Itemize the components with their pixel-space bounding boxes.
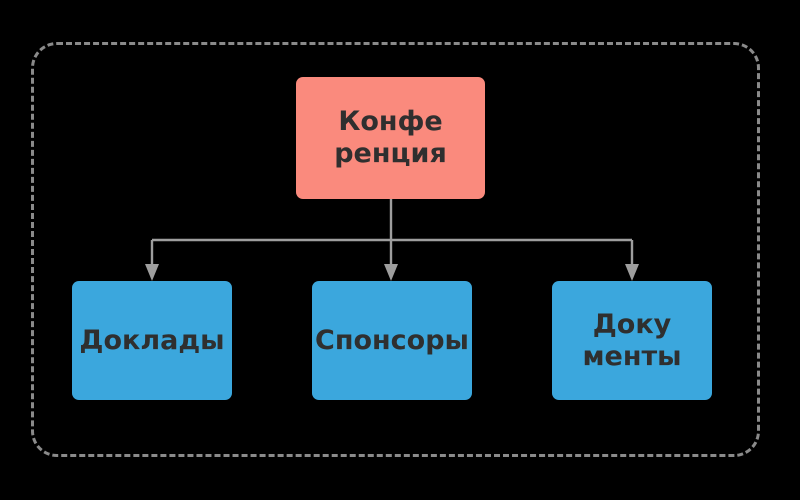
node-sponsors-label: Спонсоры	[315, 324, 469, 356]
node-conference-label: Конфе ренция	[334, 106, 447, 169]
arrowhead-documents	[625, 264, 639, 281]
node-documents[interactable]: Доку менты	[552, 281, 712, 400]
arrowhead-reports	[145, 264, 159, 281]
node-reports-label: Доклады	[79, 324, 225, 356]
node-conference[interactable]: Конфе ренция	[296, 77, 485, 199]
node-sponsors[interactable]: Спонсоры	[312, 281, 472, 400]
node-reports[interactable]: Доклады	[72, 281, 232, 400]
node-documents-label: Доку менты	[582, 308, 682, 372]
cluster-border	[31, 42, 760, 457]
arrowhead-sponsors	[384, 264, 398, 281]
